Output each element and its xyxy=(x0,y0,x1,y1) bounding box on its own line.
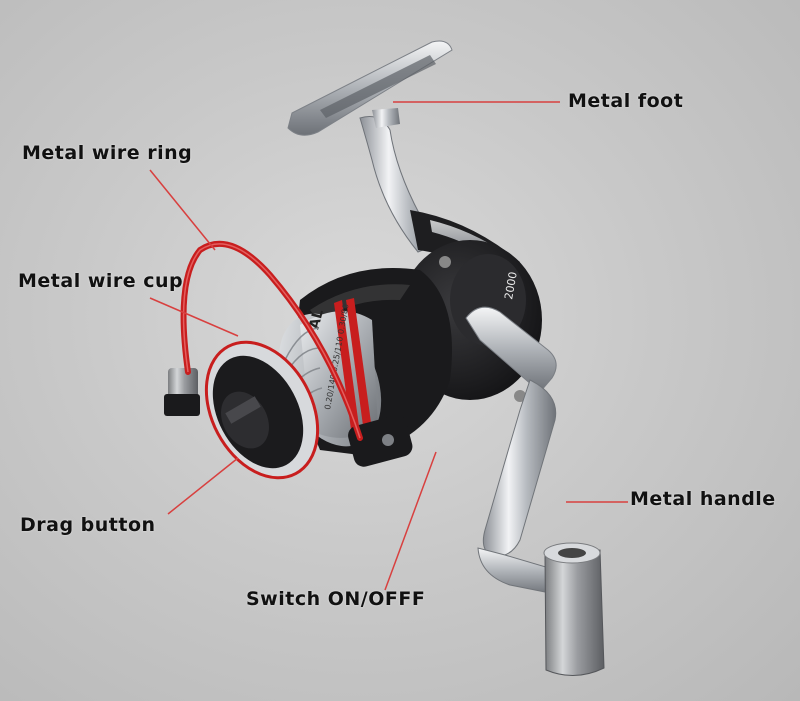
spool-front xyxy=(204,340,320,480)
label-drag-button: Drag button xyxy=(20,514,156,536)
drag-knob xyxy=(225,396,261,424)
leader-wire-cup xyxy=(149,297,239,337)
bail-knob xyxy=(164,368,413,467)
leader-wire-ring xyxy=(149,169,216,251)
model-text: 2000 xyxy=(502,271,520,301)
label-switch: Switch ON/OFFF xyxy=(246,588,426,610)
leader-switch xyxy=(384,451,437,591)
leader-drag-button xyxy=(167,457,239,515)
brand-text: AL xyxy=(306,308,327,331)
metal-handle xyxy=(465,306,605,676)
label-metal-handle: Metal handle xyxy=(630,488,776,510)
leader-lines xyxy=(149,101,628,591)
label-metal-foot: Metal foot xyxy=(568,90,684,112)
label-metal-wire-ring: Metal wire ring xyxy=(22,142,193,164)
label-metal-wire-cup: Metal wire cup xyxy=(18,270,184,292)
